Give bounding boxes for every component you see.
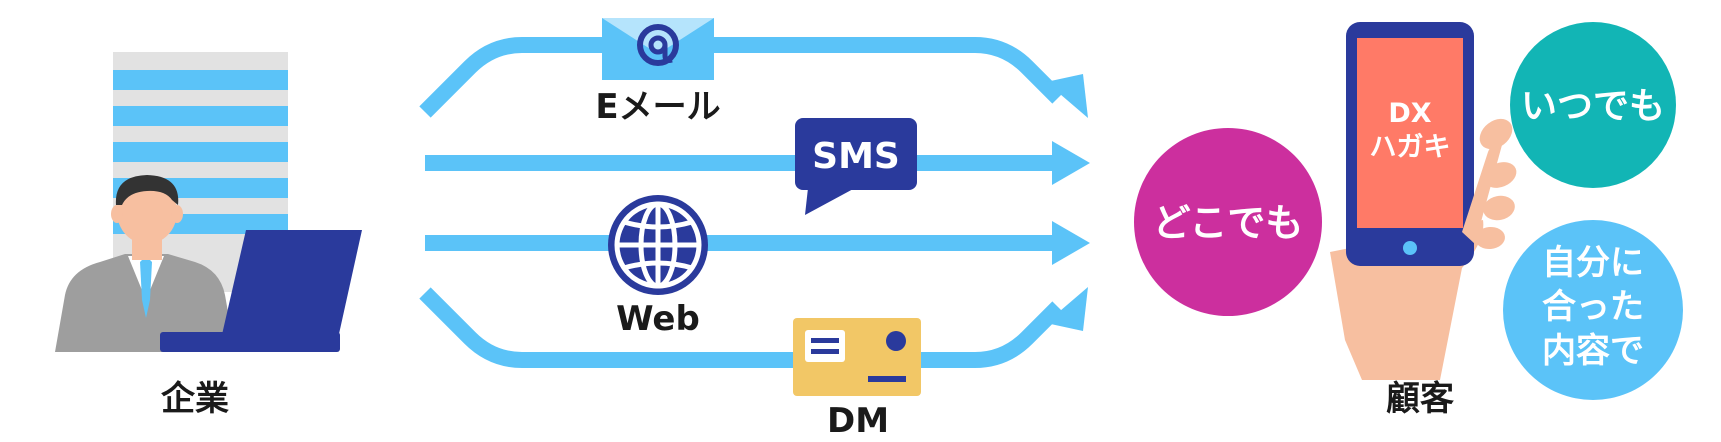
email-label: Eメール	[595, 87, 720, 127]
personal-text-line2: 合った	[1542, 287, 1644, 327]
postcard-icon	[793, 318, 921, 396]
anytime-text: いつでも	[1521, 86, 1665, 127]
laptop	[160, 230, 362, 352]
anytime-bubble	[1510, 22, 1676, 188]
phone-home-button	[1403, 241, 1417, 255]
personal-text-line1: 自分に	[1542, 243, 1644, 283]
arrows	[419, 37, 1064, 368]
arrow-email	[419, 37, 1064, 118]
arrowhead-web	[1052, 221, 1090, 265]
arrowhead-sms	[1052, 141, 1090, 185]
company-label: 企業	[161, 379, 229, 419]
envelope-at-icon	[602, 18, 714, 80]
arrow-dm	[419, 287, 1064, 368]
anywhere-text: どこでも	[1153, 201, 1304, 245]
hand-fingers	[1462, 118, 1517, 250]
customer-label: 顧客	[1386, 379, 1454, 419]
phone-text-line1: DX	[1388, 98, 1431, 129]
phone-text-line2: ハガキ	[1370, 132, 1451, 163]
web-label: Web	[616, 299, 700, 339]
arrowhead-email	[1046, 74, 1088, 118]
company-icon	[55, 52, 362, 352]
phone-screen	[1357, 38, 1463, 228]
personal-text-line3: 内容で	[1542, 331, 1644, 371]
dm-label: DM	[827, 401, 889, 441]
anywhere-bubble	[1134, 128, 1322, 316]
smartphone-hand-icon	[1330, 22, 1517, 380]
arrowheads	[1046, 74, 1090, 331]
arrowhead-dm	[1046, 287, 1088, 331]
globe-icon	[608, 195, 708, 295]
personal-bubble	[1503, 220, 1683, 400]
businessman	[55, 175, 235, 352]
sms-label: SMS	[812, 136, 900, 177]
speech-bubble-icon	[795, 118, 917, 215]
